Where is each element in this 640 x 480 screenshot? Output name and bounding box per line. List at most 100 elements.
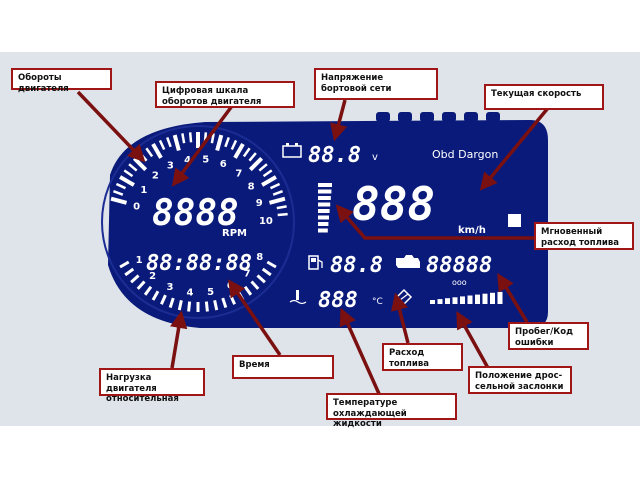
- tach-tick: [166, 137, 172, 148]
- tach-label: 2: [152, 171, 159, 182]
- fuel-bar: [318, 228, 328, 233]
- load-tick: [221, 297, 228, 309]
- load-tick: [213, 299, 219, 311]
- tach-tick: [113, 190, 124, 196]
- tach-tick: [277, 212, 288, 217]
- callout-arrows: [76, 90, 550, 397]
- callout-odometer: Пробег/Код ошибки: [508, 322, 589, 350]
- tach-tick: [258, 163, 268, 172]
- tach-label: 1: [140, 185, 147, 196]
- voltage-unit: v: [372, 152, 378, 163]
- tach-tick: [128, 163, 138, 172]
- tach-tick: [268, 196, 286, 205]
- tach-tick: [262, 169, 273, 178]
- rpm-unit: RPM: [222, 228, 247, 239]
- throttle-bar: [430, 300, 435, 304]
- fuel-bar: [318, 215, 329, 220]
- tach-tick: [181, 133, 186, 144]
- load-tick: [151, 290, 160, 301]
- fuel-bar: [318, 222, 329, 226]
- load-tick: [243, 285, 253, 296]
- load-label: 5: [207, 287, 214, 298]
- tach-label: 6: [220, 159, 227, 170]
- instant-fuel-bargraph: [318, 183, 332, 233]
- tach-tick: [188, 132, 193, 143]
- connector-bump: [376, 112, 390, 122]
- arrow-digital-rpm: [171, 104, 234, 187]
- load-label: 7: [244, 268, 251, 279]
- load-tick: [160, 294, 167, 305]
- throttle-bar: [437, 299, 443, 304]
- callout-throttle: Положение дрос-сельной заслонки: [468, 366, 572, 394]
- callout-engine-rpm: Обороты двигателя: [11, 68, 112, 94]
- arrow-time: [228, 279, 282, 356]
- connector-bump: [486, 112, 500, 122]
- rpm-digits: 8888: [152, 193, 239, 234]
- load-tick: [256, 274, 266, 284]
- fuel-bar: [318, 209, 330, 213]
- load-tick: [136, 280, 146, 290]
- tach-tick: [242, 147, 251, 158]
- load-label: 8: [256, 252, 263, 263]
- tach-tick: [110, 196, 128, 205]
- arrow-engine-rpm: [76, 90, 146, 163]
- tach-tick: [224, 137, 230, 148]
- battery-icon: [282, 143, 302, 158]
- callout-digital-rpm: Цифровая шкала оборотов двигателя: [155, 81, 295, 108]
- callout-speed: Текущая скорость: [484, 84, 604, 110]
- tach-label: 5: [202, 154, 209, 165]
- tach-tick: [248, 152, 257, 162]
- load-tick: [261, 267, 272, 277]
- tach-label: 3: [167, 161, 174, 172]
- load-label: 2: [149, 271, 156, 282]
- coolant-unit: °C: [372, 297, 383, 307]
- tach-ticks: [110, 132, 288, 217]
- tach-tick: [248, 156, 264, 172]
- callout-time: Время: [232, 355, 334, 379]
- brand-label: Obd Dargon: [432, 148, 498, 161]
- callout-voltage: Напряжение бортовой сети: [314, 68, 438, 100]
- arrow-speed: [479, 106, 550, 191]
- tach-label: 10: [259, 216, 273, 227]
- speed-unit: km/h: [458, 225, 486, 236]
- callout-instant-fuel: Мгновенный расход топлива: [534, 222, 634, 250]
- coolant-digits: 888: [318, 288, 358, 313]
- load-label: 1: [136, 255, 143, 266]
- load-tick: [204, 301, 209, 312]
- throttle-bargraph: [430, 291, 503, 304]
- tach-label: 9: [256, 198, 263, 209]
- arrow-fuel-consumption: [390, 292, 410, 344]
- speed-digits: 888: [352, 177, 435, 231]
- callout-fuel-consumption: Расход топлива: [382, 343, 463, 371]
- tach-tick: [145, 147, 154, 158]
- load-tick: [124, 267, 135, 277]
- fuel-bar: [318, 183, 332, 187]
- odometer-digits: 88888: [426, 253, 492, 278]
- speed-indicator-square: [508, 214, 521, 227]
- load-tick: [119, 260, 130, 269]
- load-label: 4: [186, 287, 193, 298]
- fuel-bar: [318, 196, 331, 200]
- arrow-instant-fuel: [335, 204, 534, 240]
- arrow-odometer: [497, 273, 529, 323]
- fuel-digits: 88.8: [330, 253, 383, 278]
- load-tick: [250, 280, 260, 290]
- tach-tick: [210, 133, 215, 144]
- tach-label: 7: [235, 168, 242, 179]
- tach-tick: [172, 134, 181, 152]
- connector-bump: [442, 112, 456, 122]
- callout-engine-load: Нагрузка двигателя относительная: [99, 368, 205, 404]
- tach-tick: [123, 169, 134, 178]
- tach-tick: [230, 139, 238, 151]
- arrow-engine-load: [170, 310, 188, 369]
- time-digits: 88:88:88: [146, 251, 252, 276]
- arrow-coolant: [339, 307, 382, 397]
- connector-bumps: [376, 112, 500, 122]
- tach-tick: [261, 175, 277, 187]
- odometer-small-text: ooo: [452, 278, 467, 287]
- fuel-bar: [318, 189, 332, 194]
- engine-icon: [396, 255, 420, 268]
- load-tick: [177, 299, 183, 311]
